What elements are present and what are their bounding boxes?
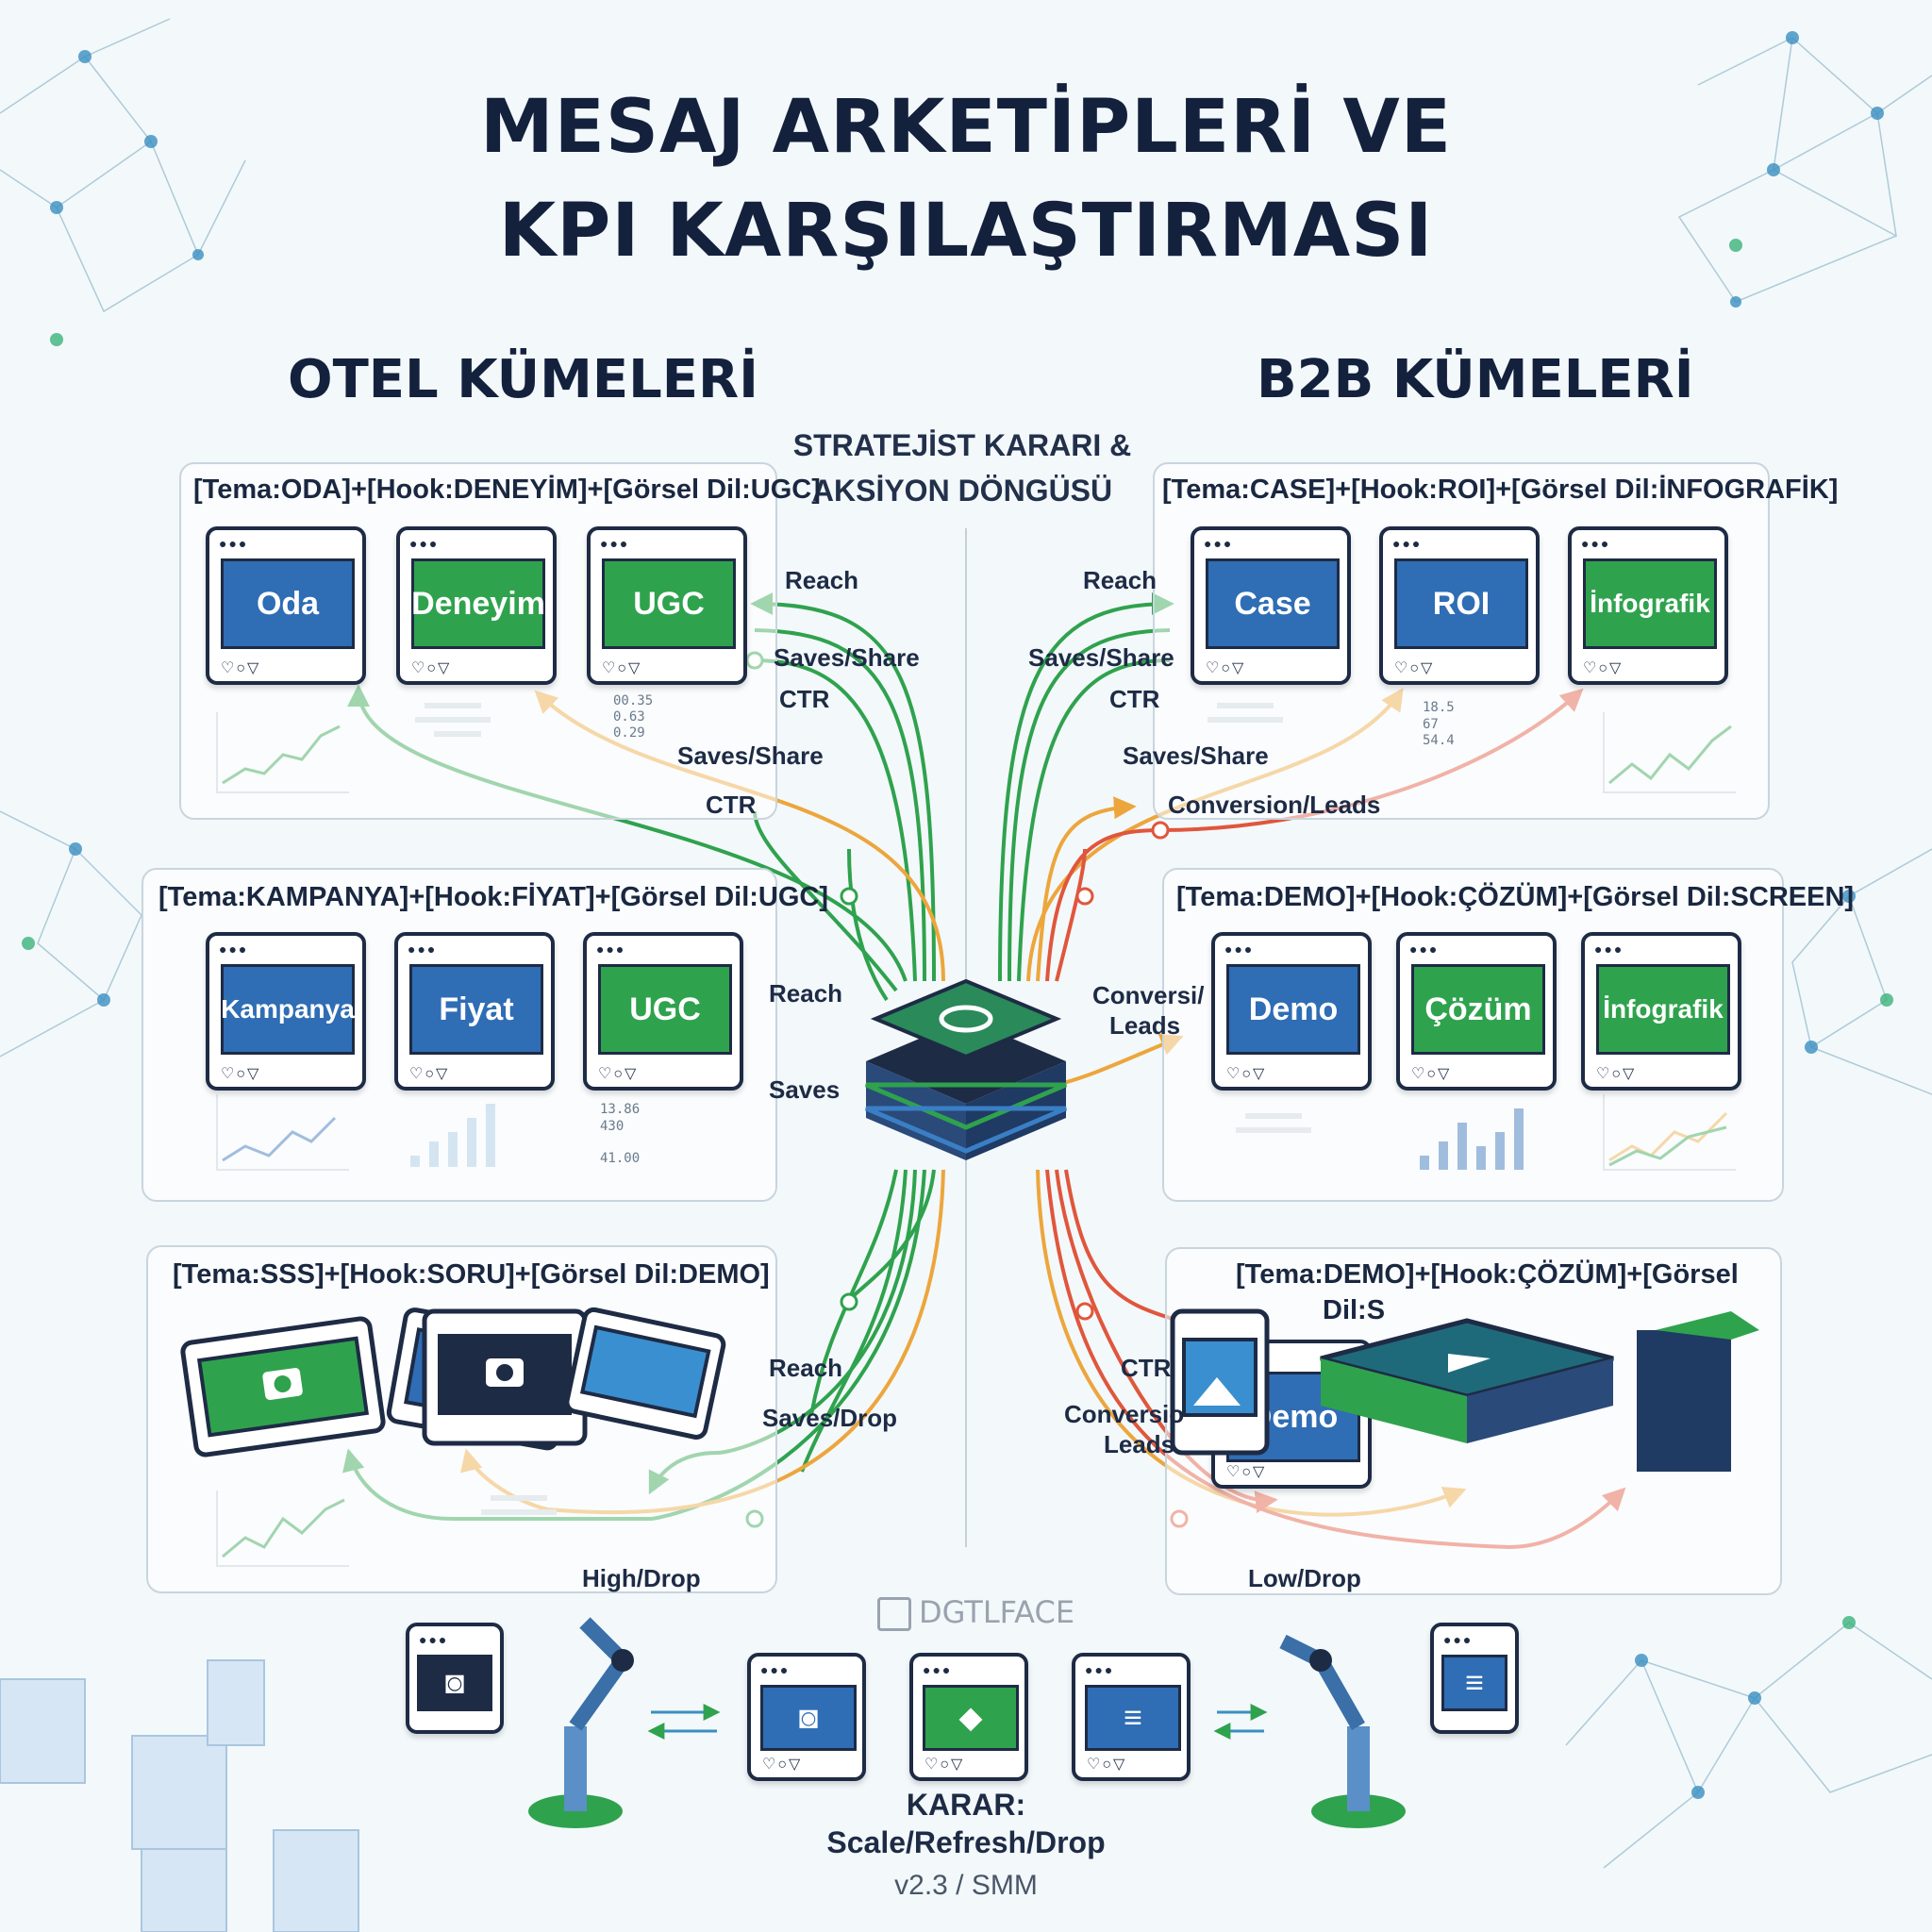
card-label: İnfografik xyxy=(1596,964,1730,1055)
flow-label-conversi: Conversi/ xyxy=(1092,981,1205,1009)
flow-label-saves: Saves xyxy=(769,1075,841,1104)
flow-label-conversio: Conversio xyxy=(1064,1400,1185,1428)
robot-arm-right-icon xyxy=(1279,1634,1406,1828)
center-heading-line-1: STRATEJİST KARARI & xyxy=(792,428,1132,462)
title-line-1: MESAJ ARKETİPLERİ VE xyxy=(479,85,1453,170)
otel-card-deneyim[interactable]: ●●●Deneyim♡○▽ xyxy=(396,526,557,685)
b2b-card-roi[interactable]: ●●●ROI♡○▽ xyxy=(1379,526,1540,685)
camera-icon: ◙ xyxy=(417,1655,492,1711)
center-heading: STRATEJİST KARARI & AKSİYON DÖNGÜSÜ xyxy=(774,423,1151,513)
flow-label-ctr: CTR xyxy=(706,791,757,819)
section-heading-otel: OTEL KÜMELERİ xyxy=(288,349,758,410)
bottom-card-camera[interactable]: ●●● ◙ ♡○▽ xyxy=(747,1653,866,1781)
flow-label-leads: Leads xyxy=(1104,1430,1175,1458)
b2b-panel-3-formula-line-2: Dil:S xyxy=(1323,1295,1386,1325)
metric-value: 00.35 xyxy=(613,693,654,708)
decision-options: Scale/Refresh/Drop xyxy=(826,1825,1106,1859)
video-player-illustration xyxy=(1170,1308,1759,1472)
flow-label-ctr: CTR xyxy=(1109,685,1160,713)
card-label: ROI xyxy=(1394,558,1528,649)
metric-value: 0.63 xyxy=(613,709,645,724)
card-label: Demo xyxy=(1226,964,1360,1055)
dgtlface-logo-icon xyxy=(877,1597,911,1631)
version-label: v2.3 / SMM xyxy=(894,1870,1038,1901)
b2b-card-demo[interactable]: ●●●Demo♡○▽ xyxy=(1211,932,1372,1091)
metric-value: 41.00 xyxy=(600,1151,641,1166)
otel-card-ugc-2[interactable]: ●●●UGC♡○▽ xyxy=(583,932,743,1091)
flow-label-reach: Reach xyxy=(1083,566,1158,594)
flow-label-saves-drop: Saves/Drop xyxy=(762,1404,898,1432)
central-server-icon xyxy=(865,978,1067,1160)
document-icon: ≡ xyxy=(1441,1655,1507,1711)
b2b-card-infografik[interactable]: ●●●İnfografik♡○▽ xyxy=(1568,526,1728,685)
document-icon: ≡ xyxy=(1085,1685,1181,1751)
card-label: UGC xyxy=(598,964,732,1055)
otel-card-kampanya[interactable]: ●●●Kampanya♡○▽ xyxy=(206,932,366,1091)
tag-icon: ⬥ xyxy=(923,1685,1019,1751)
flow-label-high-drop: High/Drop xyxy=(582,1564,701,1592)
flow-label-saves-share: Saves/Share xyxy=(677,741,824,770)
flow-label-ctr: CTR xyxy=(1121,1354,1172,1382)
cubes-decoration xyxy=(0,1659,359,1932)
decision-label: KARAR: xyxy=(906,1788,1026,1822)
flow-label-reach: Reach xyxy=(769,1354,843,1382)
robot-arm-left-icon xyxy=(528,1617,634,1828)
b2b-card-cozum[interactable]: ●●●Çözüm♡○▽ xyxy=(1396,932,1557,1091)
card-label: İnfografik xyxy=(1583,558,1717,649)
b2b-panel-2-formula: [Tema:DEMO]+[Hook:ÇÖZÜM]+[Görsel Dil:SCR… xyxy=(1176,882,1855,912)
otel-card-oda[interactable]: ●●●Oda♡○▽ xyxy=(206,526,366,685)
b2b-card-infografik-2[interactable]: ●●●İnfografik♡○▽ xyxy=(1581,932,1741,1091)
flow-label-leads: Leads xyxy=(1109,1011,1181,1040)
metric-value: 18.5 xyxy=(1423,700,1455,715)
center-heading-line-2: AKSİYON DÖNGÜSÜ xyxy=(811,474,1113,508)
card-label: Fiyat xyxy=(409,964,543,1055)
flow-label-reach: Reach xyxy=(769,979,843,1008)
otel-card-ugc[interactable]: ●●●UGC♡○▽ xyxy=(587,526,747,685)
flow-label-saves-share: Saves/Share xyxy=(1028,643,1174,672)
metric-value: 54.4 xyxy=(1423,733,1455,748)
otel-panel-3-formula: [Tema:SSS]+[Hook:SORU]+[Görsel Dil:DEMO] xyxy=(173,1259,770,1290)
metric-value: 67 xyxy=(1423,717,1439,732)
bottom-card-document[interactable]: ●●● ≡ ♡○▽ xyxy=(1072,1653,1191,1781)
b2b-panel-1-formula: [Tema:CASE]+[Hook:ROI]+[Görsel Dil:İNFOG… xyxy=(1162,475,1839,505)
section-heading-b2b: B2B KÜMELERİ xyxy=(1257,349,1694,410)
otel-card-fiyat[interactable]: ●●●Fiyat♡○▽ xyxy=(394,932,555,1091)
bottom-card-tag[interactable]: ●●● ⬥ ♡○▽ xyxy=(909,1653,1028,1781)
flow-label-saves-share: Saves/Share xyxy=(1123,741,1269,770)
card-label: Kampanya xyxy=(221,964,355,1055)
flow-label-conversion-leads: Conversion/Leads xyxy=(1168,791,1381,819)
floating-cards-illustration xyxy=(180,1307,726,1457)
card-label: Oda xyxy=(221,558,355,649)
title-line-2: KPI KARŞILAŞTIRMASI xyxy=(498,189,1434,274)
flow-label-ctr: CTR xyxy=(779,685,830,713)
b2b-panel-3-formula-line-1: [Tema:DEMO]+[Hook:ÇÖZÜM]+[Görsel xyxy=(1236,1259,1739,1290)
flow-label-reach: Reach xyxy=(785,566,859,594)
metric-value: 0.29 xyxy=(613,725,645,741)
camera-icon: ◙ xyxy=(760,1685,857,1751)
card-label: Deneyim xyxy=(411,558,545,649)
watermark-logo: DGTLFACE xyxy=(877,1594,1074,1631)
bottom-card-document-right[interactable]: ●●● ≡ xyxy=(1430,1623,1519,1734)
card-label: UGC xyxy=(602,558,736,649)
otel-panel-2-formula: [Tema:KAMPANYA]+[Hook:FİYAT]+[Görsel Dil… xyxy=(158,882,829,912)
otel-panel-1-formula: [Tema:ODA]+[Hook:DENEYİM]+[Görsel Dil:UG… xyxy=(193,475,821,505)
card-label: Case xyxy=(1206,558,1340,649)
flow-label-saves-share: Saves/Share xyxy=(774,643,920,672)
metric-value: 13.86 xyxy=(600,1102,641,1117)
b2b-card-case[interactable]: ●●●Case♡○▽ xyxy=(1191,526,1351,685)
bottom-card-camera-left[interactable]: ●●● ◙ xyxy=(406,1623,504,1734)
metric-value: 430 xyxy=(600,1119,625,1134)
watermark-text: DGTLFACE xyxy=(919,1594,1075,1630)
flow-label-low-drop: Low/Drop xyxy=(1248,1564,1361,1592)
card-label: Çözüm xyxy=(1411,964,1545,1055)
